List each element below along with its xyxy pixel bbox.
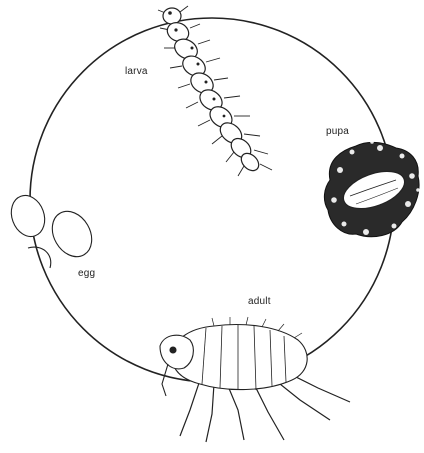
pupa-illustration [324,140,419,237]
stage-label-adult: adult [248,296,271,307]
stage-label-larva: larva [125,66,148,77]
stage-label-egg: egg [78,268,95,279]
larva-illustration [158,6,272,176]
eggs-illustration [6,191,100,268]
adult-flea-illustration [160,317,350,442]
stage-label-pupa: pupa [326,126,349,137]
